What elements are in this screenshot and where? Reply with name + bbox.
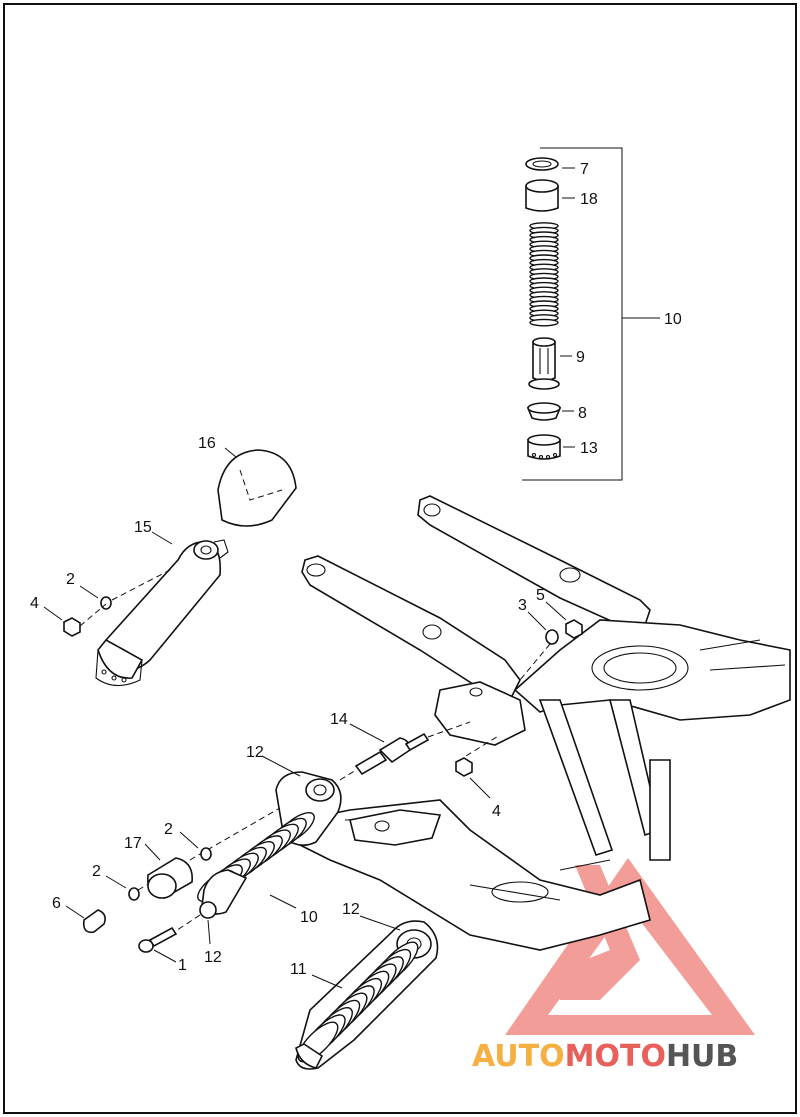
callout-2-mid: 2 [164, 821, 173, 838]
motorcycle-frame [299, 495, 791, 951]
callout-7: 7 [580, 161, 589, 178]
watermark-m-mark [560, 865, 640, 1000]
callout-17: 17 [124, 835, 142, 852]
rear-shock-part-10 [197, 755, 342, 919]
washer-part-2-mid [179, 831, 212, 861]
spring-coil-exploded [529, 222, 559, 327]
bolt-part-1 [138, 926, 178, 963]
diagram-border [3, 3, 797, 1114]
callout-5: 5 [536, 587, 545, 604]
callout-12-lower: 12 [204, 949, 222, 966]
washer-part-2-top [79, 585, 112, 610]
callout-12-top: 12 [246, 744, 264, 761]
spring-cap-part-18 [525, 179, 559, 212]
callout-3: 3 [518, 597, 527, 614]
callout-10-shock: 10 [300, 909, 318, 926]
spring-coil-turn [529, 318, 559, 327]
boot-cover-part-16 [217, 447, 297, 527]
stud-part-14 [349, 723, 430, 776]
callout-14: 14 [330, 711, 348, 728]
callout-13: 13 [580, 440, 598, 457]
nut-part-5 [545, 601, 583, 639]
adjuster-collar-part-8 [526, 402, 562, 421]
callout-9: 9 [576, 349, 585, 366]
callout-2-top: 2 [66, 571, 75, 588]
rear-shock-part-11 [295, 915, 439, 1070]
retainer-ring-part-7 [525, 157, 559, 171]
callout-4-right: 4 [492, 803, 501, 820]
watermark-hub: HUB [666, 1039, 738, 1074]
nut-part-4-left [43, 606, 81, 637]
cap-part-6 [65, 905, 106, 934]
shock-body-part-15 [95, 531, 229, 687]
spring-assembly-exploded [522, 147, 660, 481]
callout-11: 11 [290, 961, 307, 978]
callout-15: 15 [134, 519, 152, 536]
callout-6: 6 [52, 895, 61, 912]
watermark-text: AUTOMOTOHUB [472, 1039, 738, 1074]
washer-part-2-low [105, 875, 140, 901]
callout-1: 1 [178, 957, 187, 974]
callout-4-left: 4 [30, 595, 39, 612]
callout-18: 18 [580, 191, 598, 208]
watermark-auto: AUTO [472, 1039, 565, 1074]
washer-part-3 [527, 611, 559, 645]
bushing-part-17 [144, 843, 193, 899]
spacer-part-9 [528, 337, 560, 390]
callout-16: 16 [198, 435, 216, 452]
callout-10-assembly: 10 [664, 311, 682, 328]
callout-2-low: 2 [92, 863, 101, 880]
nut-part-4-right [455, 757, 491, 799]
callout-12-bottom: 12 [342, 901, 360, 918]
watermark-logo [505, 858, 755, 1035]
callout-8: 8 [578, 405, 587, 422]
watermark-moto: MOTO [565, 1039, 666, 1074]
lower-ring-part-13 [527, 434, 561, 460]
